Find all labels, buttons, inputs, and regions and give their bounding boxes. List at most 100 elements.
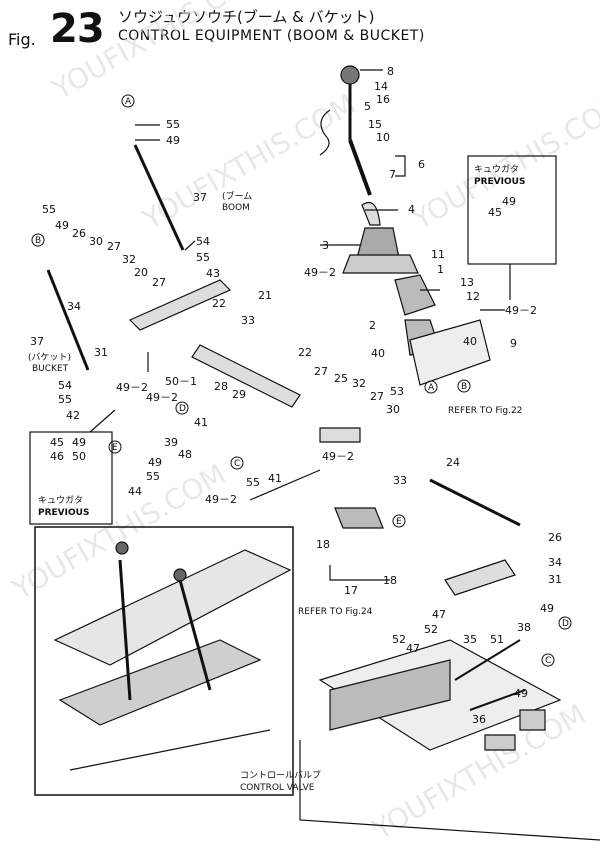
- part-number: 45: [50, 436, 64, 449]
- part-number: 27: [370, 390, 384, 403]
- title-english: CONTROL EQUIPMENT (BOOM & BUCKET): [118, 28, 425, 44]
- previous-en-left: PREVIOUS: [38, 508, 89, 518]
- part-number: 42: [66, 409, 80, 422]
- part-number: 55: [58, 393, 72, 406]
- fig-prefix: Fig.: [8, 30, 36, 49]
- part-number: 49: [148, 456, 162, 469]
- marker-a: A: [121, 94, 135, 108]
- callout-texts: (ブーム BOOM (バケット) BUCKET キュウガタ PREVIOUS キ…: [28, 164, 525, 793]
- part-number: 8: [387, 65, 394, 78]
- bucket-en: BUCKET: [32, 364, 69, 374]
- svg-text:B: B: [35, 236, 41, 246]
- bucket-jp: (バケット): [28, 352, 71, 363]
- svg-text:D: D: [562, 619, 569, 629]
- part-number: 44: [128, 485, 142, 498]
- part-number: 2: [369, 319, 376, 332]
- part-number: 49: [55, 219, 69, 232]
- part-number: 41: [268, 472, 282, 485]
- part-number: 50: [72, 450, 86, 463]
- part-number: 37: [30, 335, 44, 348]
- part-number: 22: [298, 346, 312, 359]
- part-number: 10: [376, 131, 390, 144]
- part-number: 55: [196, 251, 210, 264]
- part-number: 47: [406, 642, 420, 655]
- part-number: 9: [510, 337, 517, 350]
- watermark-text: YOUFIXTHIS.COM: [406, 87, 600, 236]
- overview-inset-frame: [34, 526, 294, 796]
- part-number: 12: [466, 290, 480, 303]
- part-number: 53: [390, 385, 404, 398]
- part-number: 30: [89, 235, 103, 248]
- part-number: 26: [72, 227, 86, 240]
- svg-text:C: C: [545, 656, 551, 666]
- part-number: 39: [164, 436, 178, 449]
- part-number: 49－2: [116, 381, 148, 394]
- part-number: 30: [386, 403, 400, 416]
- part-number: 3: [322, 239, 329, 252]
- part-number: 29: [232, 388, 246, 401]
- part-number: 15: [368, 118, 382, 131]
- part-number: 21: [258, 289, 272, 302]
- part-number: 35: [463, 633, 477, 646]
- part-number: 40: [371, 347, 385, 360]
- part-number: 47: [432, 608, 446, 621]
- part-number: 54: [196, 235, 210, 248]
- bucket-rod: [46, 269, 90, 371]
- part-number: 36: [472, 713, 486, 726]
- previous-box-top: [467, 155, 557, 265]
- watermark-text: YOUFIXTHIS.COM: [136, 87, 361, 236]
- part-number: 24: [446, 456, 460, 469]
- part-number: 32: [352, 377, 366, 390]
- part-number: 48: [178, 448, 192, 461]
- control-valve-en: CONTROL VALVE: [240, 783, 315, 793]
- fig-number: 23: [50, 6, 105, 52]
- part-number: 13: [460, 276, 474, 289]
- part-number: 43: [206, 267, 220, 280]
- part-number: 16: [376, 93, 390, 106]
- part-number: 49－2: [205, 493, 237, 506]
- part-number: 55: [42, 203, 56, 216]
- part-number: 17: [344, 584, 358, 597]
- boom-rod: [133, 144, 185, 251]
- part-number: 27: [314, 365, 328, 378]
- svg-text:B: B: [461, 382, 467, 392]
- part-number: 37: [193, 191, 207, 204]
- part-number: 49: [514, 687, 528, 700]
- part-number: 28: [214, 380, 228, 393]
- part-number: 34: [67, 300, 81, 313]
- part-number: 49: [166, 134, 180, 147]
- part-number: 50－1: [165, 375, 197, 388]
- part-number: 26: [548, 531, 562, 544]
- svg-text:A: A: [125, 97, 132, 107]
- svg-text:C: C: [234, 459, 240, 469]
- part-number: 25: [334, 372, 348, 385]
- part-number: 18: [316, 538, 330, 551]
- part-number: 1: [437, 263, 444, 276]
- part-number: 7: [389, 168, 396, 181]
- part-number: 33: [393, 474, 407, 487]
- marker-b: B: [31, 233, 45, 247]
- part-number: 38: [517, 621, 531, 634]
- part-number: 52: [424, 623, 438, 636]
- drawing-lines: [29, 65, 600, 841]
- part-number: 31: [94, 346, 108, 359]
- control-valve-jp: コントロールバルブ: [240, 769, 321, 781]
- reference-markers: A B A B C C D D E E: [31, 94, 572, 667]
- previous-en-top: PREVIOUS: [474, 177, 525, 187]
- part-number: 55: [246, 476, 260, 489]
- refer-fig24: REFER TO Fig.24: [298, 607, 373, 617]
- marker-d: D: [558, 616, 572, 630]
- svg-text:E: E: [396, 517, 402, 527]
- part-number: 49: [502, 195, 516, 208]
- marker-e: E: [108, 440, 122, 454]
- part-number: 40: [463, 335, 477, 348]
- part-number: 27: [152, 276, 166, 289]
- previous-jp-left: キュウガタ: [38, 495, 83, 506]
- marker-d: D: [175, 401, 189, 415]
- svg-text:A: A: [428, 383, 435, 393]
- watermark-text: YOUFIXTHIS.COM: [46, 0, 271, 107]
- part-number: 32: [122, 253, 136, 266]
- title-japanese: ソウジュウソウチ(ブーム & バケット): [118, 8, 375, 26]
- part-number: 20: [134, 266, 148, 279]
- part-number: 46: [50, 450, 64, 463]
